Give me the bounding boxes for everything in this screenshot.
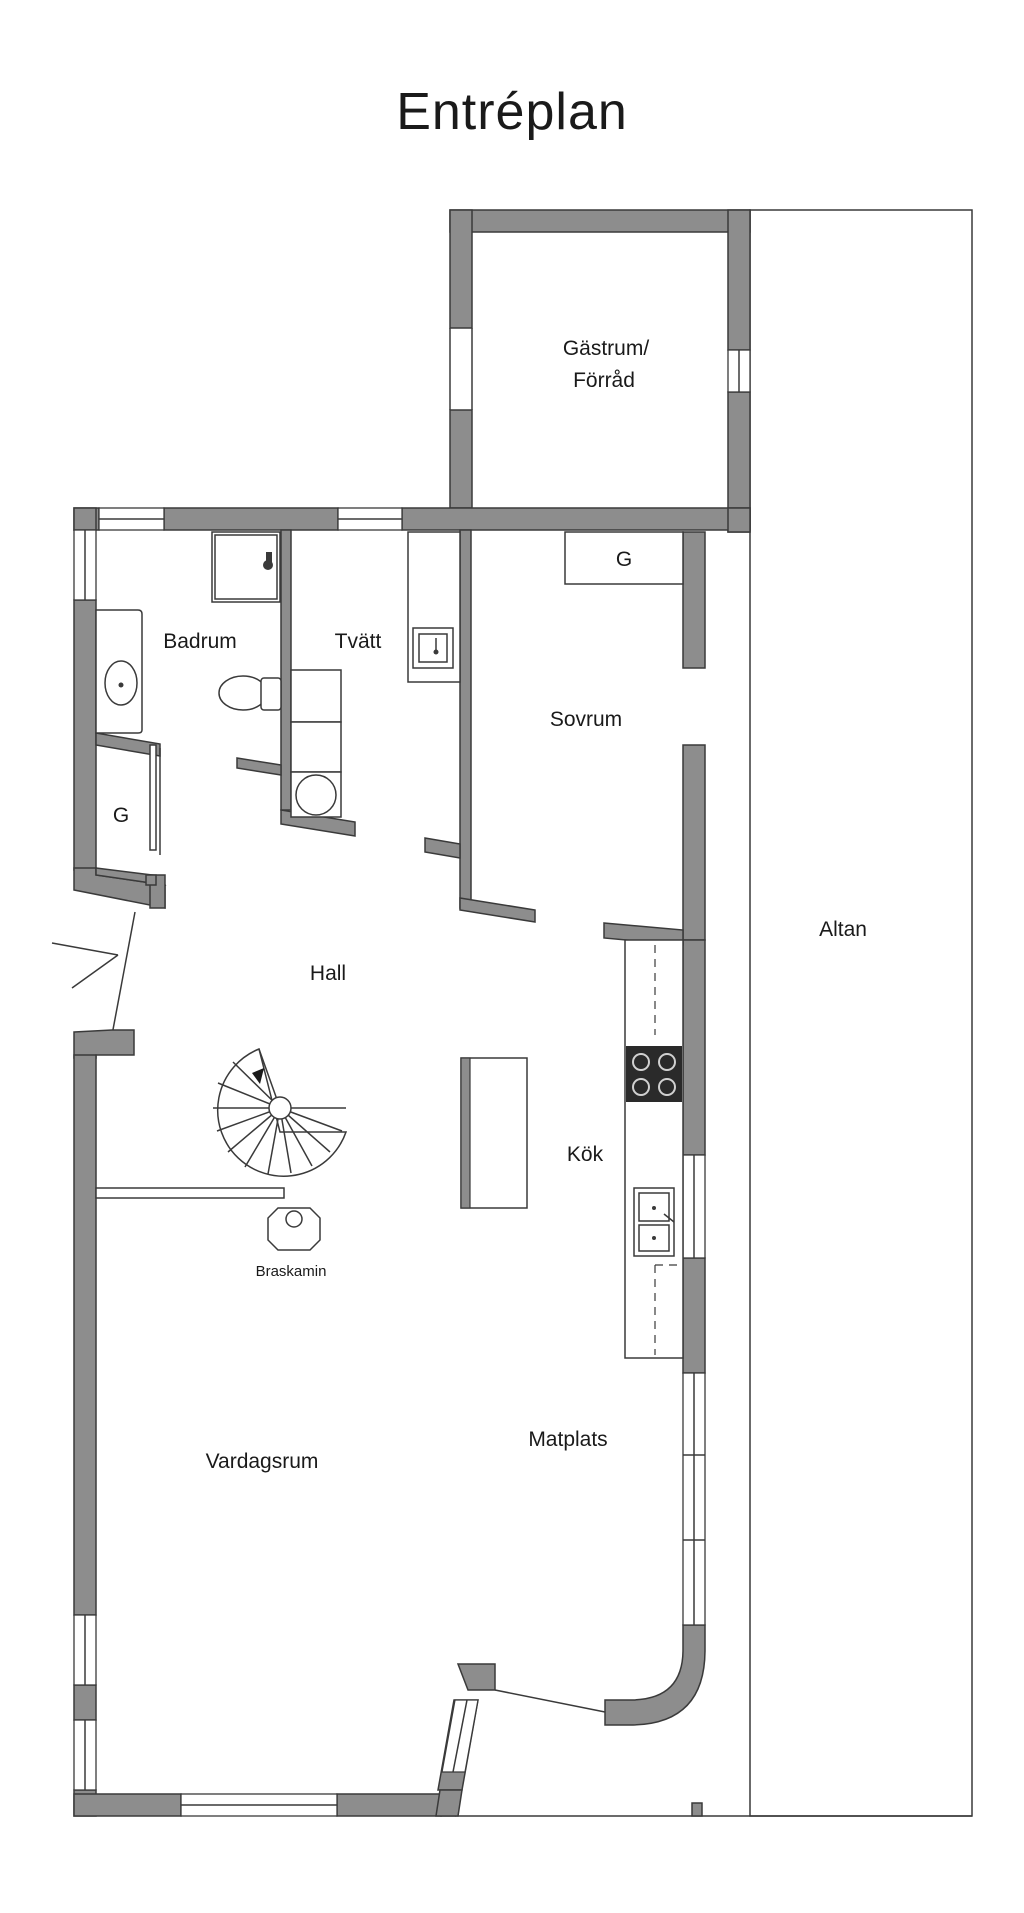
room-label-garderob-top: G: [616, 548, 632, 571]
bottom-wall: [73, 1793, 703, 1817]
room-label-matplats: Matplats: [528, 1428, 607, 1451]
top-window-badrum: [98, 507, 165, 531]
room-label-gastrum-line2: Förråd: [573, 369, 635, 392]
laundry-counter: [407, 531, 461, 683]
left-window-badrum: [73, 529, 97, 601]
left-window-lower-1: [73, 1614, 97, 1686]
room-label-altan: Altan: [819, 918, 867, 941]
bay-window: [441, 1699, 479, 1773]
room-label-hall: Hall: [310, 962, 346, 985]
room-label-gastrum-line1: Gästrum/: [563, 337, 650, 360]
entry-door: [51, 911, 136, 1036]
toilet: [218, 675, 282, 711]
kitchen-island: [460, 1057, 528, 1209]
left-window-lower-2: [73, 1719, 97, 1791]
room-label-tvatt: Tvätt: [335, 630, 382, 653]
closet-door-g: [149, 744, 161, 855]
bathroom-vanity: [95, 609, 143, 734]
top-window-tvatt: [337, 507, 403, 531]
laundry-machines: [290, 669, 342, 818]
stair-railing-wall: [95, 1187, 285, 1199]
gastrum-window: [727, 349, 751, 393]
kitchen-window: [682, 1154, 706, 1259]
kitchen-sink-icon: [633, 1187, 675, 1257]
main-top-wall: [73, 507, 751, 533]
left-wall-lower: [73, 1029, 135, 1817]
bottom-window: [180, 1793, 338, 1817]
fireplace-icon: [267, 1207, 321, 1251]
room-label-garderob-left: G: [113, 804, 129, 827]
kitchen-counter: [624, 939, 684, 1359]
sovrum-wardrobe: [564, 531, 684, 585]
spiral-staircase: [213, 1047, 348, 1177]
dining-window: [682, 1372, 706, 1626]
room-label-sovrum: Sovrum: [550, 708, 622, 731]
room-label-kok: Kök: [567, 1143, 604, 1166]
interior-walls: [95, 529, 684, 946]
room-label-badrum: Badrum: [163, 630, 237, 653]
plan-title: Entréplan: [396, 83, 628, 141]
shower: [211, 531, 281, 603]
room-label-vardagsrum: Vardagsrum: [206, 1450, 319, 1473]
bay-angle-line: [494, 1689, 606, 1713]
altan-outline: [749, 209, 973, 1817]
stove-icon: [626, 1046, 682, 1102]
room-label-braskamin: Braskamin: [256, 1263, 327, 1280]
right-wall: [604, 531, 706, 1726]
gastrum-walls: [449, 209, 751, 533]
